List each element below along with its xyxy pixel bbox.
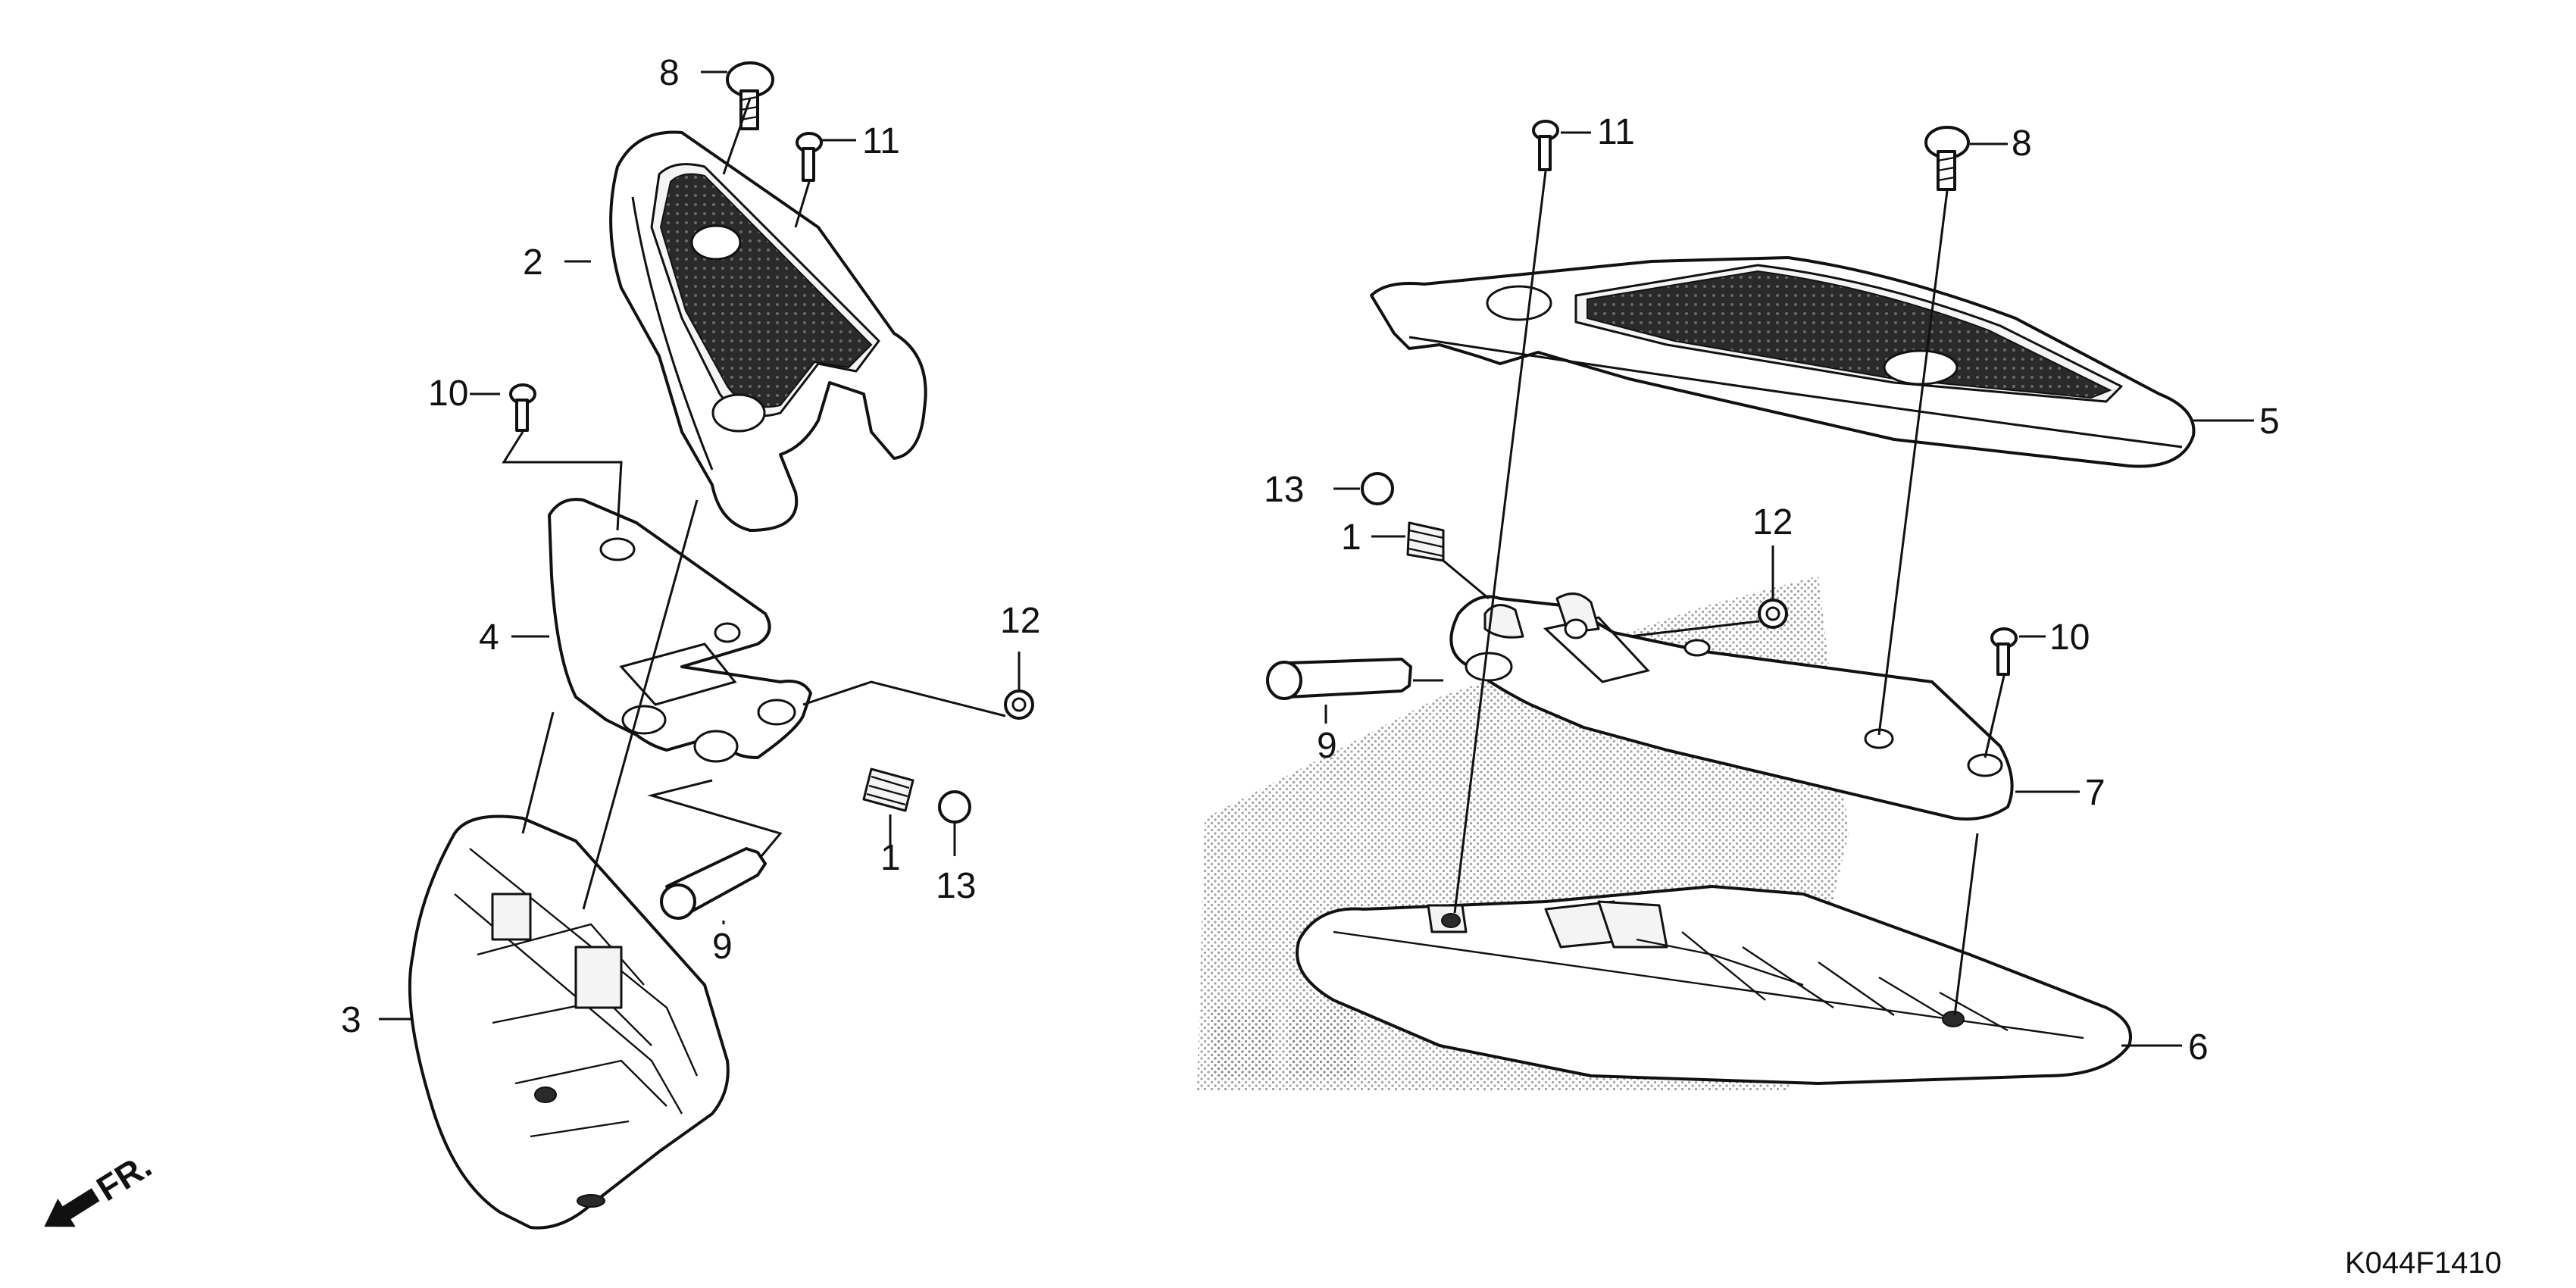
diagram-code: K044F1410 [2345, 1246, 2502, 1280]
screw-11-left [796, 132, 823, 182]
callout-9-left: 9 [712, 927, 733, 967]
screw-10-right [1990, 627, 2018, 676]
callout-8-left: 8 [659, 53, 680, 93]
front-direction-indicator: FR. [44, 1146, 158, 1227]
callout-13-left: 13 [936, 866, 976, 906]
callout-2: 2 [523, 242, 543, 283]
callout-1-left: 1 [880, 838, 901, 878]
cap-13-right [1361, 472, 1394, 505]
callout-5: 5 [2259, 402, 2280, 442]
callout-4: 4 [479, 617, 499, 658]
callout-10-left: 10 [428, 374, 468, 414]
part-5-footrest-cover-right [1370, 256, 2196, 468]
screw-8-left [726, 61, 774, 130]
part-3-footrest-housing-left [408, 814, 730, 1230]
callout-11-right: 11 [1597, 112, 1635, 152]
part-7-bracket-right [1449, 592, 2014, 821]
callout-3: 3 [341, 1000, 361, 1040]
clip-12-left [1004, 689, 1034, 720]
clip-12-right [1758, 599, 1788, 629]
callout-6: 6 [2188, 1027, 2209, 1068]
pin-9-left [660, 847, 767, 920]
callout-13-right: 13 [1264, 470, 1304, 510]
callout-1-right: 1 [1341, 517, 1361, 558]
front-arrow-icon [44, 1188, 100, 1227]
callout-12-right: 12 [1752, 502, 1793, 542]
spring-1-right [1406, 521, 1445, 562]
screw-10-left [509, 383, 536, 432]
screw-8-right [1924, 126, 1970, 191]
pin-9-right [1266, 658, 1412, 700]
callout-9-right: 9 [1317, 726, 1337, 766]
spring-1-left [862, 767, 914, 812]
part-2-footrest-cover-left [609, 130, 927, 532]
callouts: 8 11 2 10 4 12 1 13 9 3 11 8 5 13 1 12 1… [341, 53, 2280, 1068]
callout-11-left: 11 [862, 121, 900, 161]
callout-7: 7 [2085, 773, 2106, 813]
front-direction-label: FR. [89, 1146, 158, 1208]
callout-10-right: 10 [2049, 617, 2090, 658]
callout-12-left: 12 [1000, 601, 1040, 641]
cap-13-left [938, 790, 971, 824]
screw-11-right [1532, 120, 1559, 171]
leader-lines-left [379, 70, 1021, 1021]
callout-8-right: 8 [2012, 123, 2032, 164]
leader-lines-right [1324, 131, 2254, 1047]
part-4-bracket-left [548, 498, 812, 763]
